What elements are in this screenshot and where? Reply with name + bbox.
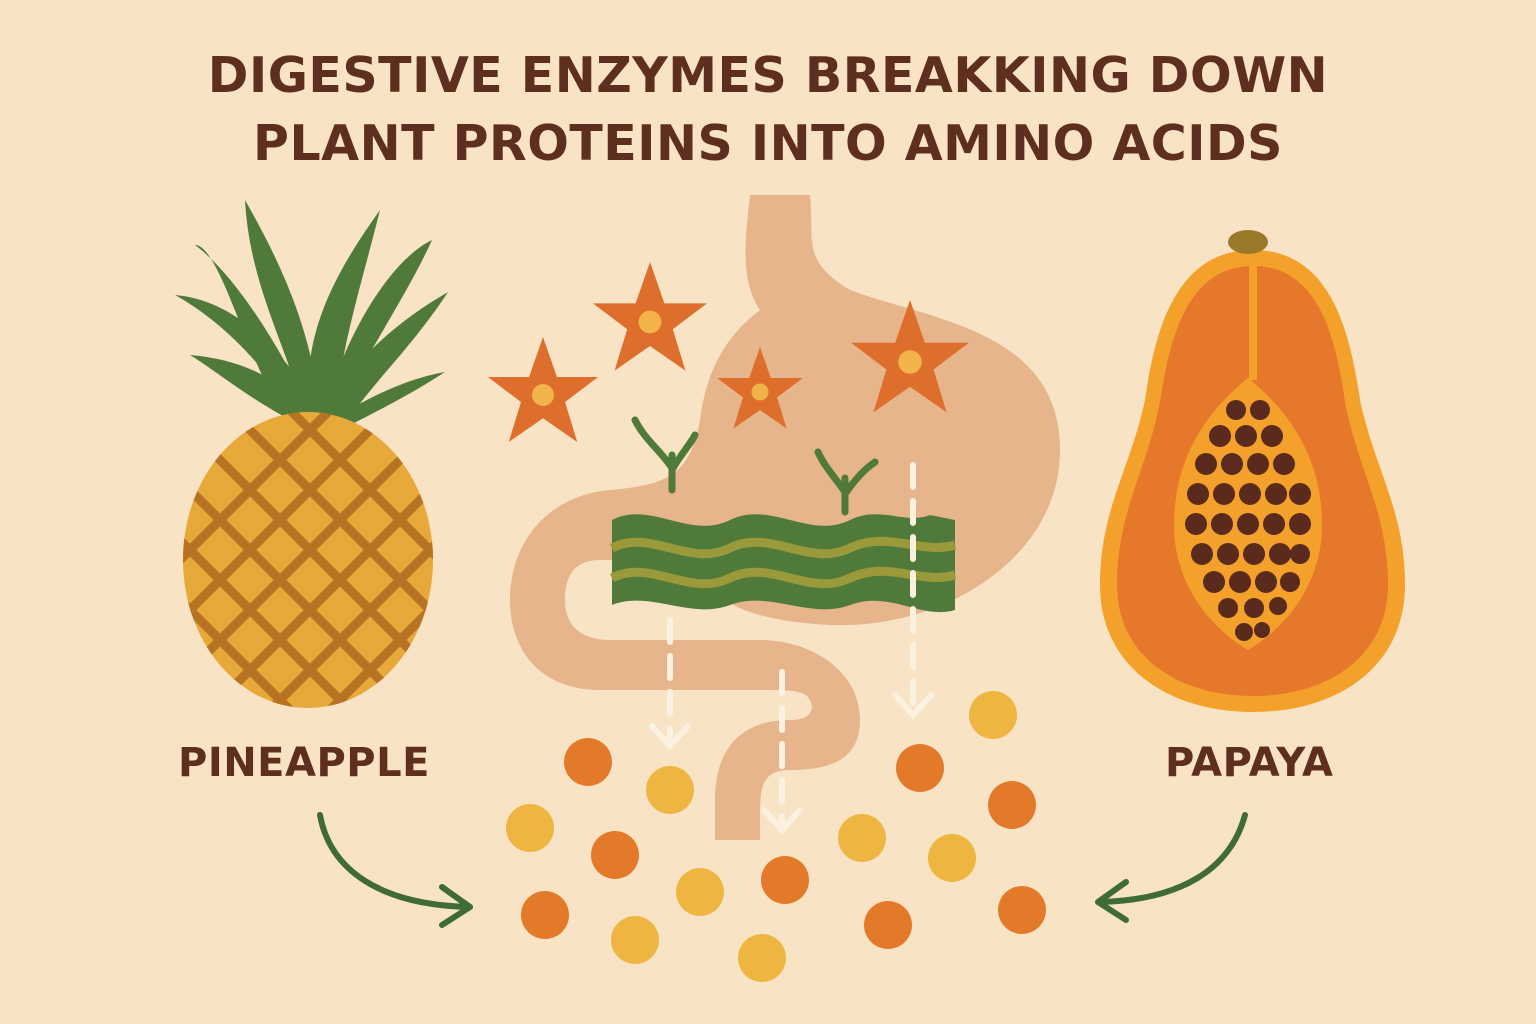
papaya-icon	[1100, 230, 1405, 712]
amino-acid-dot-icon	[988, 781, 1036, 829]
enzyme-star-icon	[593, 262, 707, 371]
papaya-seeds	[1185, 400, 1311, 641]
curved-arrow-right-icon	[317, 812, 473, 928]
amino-acid-dot-icon	[928, 834, 976, 882]
amino-acid-dots	[506, 691, 1046, 982]
down-arrow-icon	[649, 617, 691, 751]
amino-acid-dot-icon	[969, 691, 1017, 739]
amino-acid-dot-icon	[738, 934, 786, 982]
amino-acid-dot-icon	[864, 901, 912, 949]
pineapple-icon	[175, 200, 448, 708]
plant-protein-icon	[609, 416, 957, 613]
amino-acid-dot-icon	[761, 856, 809, 904]
amino-acid-dot-icon	[506, 804, 554, 852]
amino-acid-dot-icon	[838, 814, 886, 862]
papaya-label: PAPAYA	[1165, 740, 1334, 786]
amino-acid-dot-icon	[611, 916, 659, 964]
enzyme-star-icon	[717, 347, 803, 429]
amino-acid-dot-icon	[646, 766, 694, 814]
enzyme-star-icon	[487, 337, 599, 442]
amino-acid-dot-icon	[896, 744, 944, 792]
title-line-1: DIGESTIVE ENZYMES BREAKKING DOWN	[207, 47, 1329, 104]
breakdown-arrows	[649, 462, 934, 835]
flow-arrows	[317, 812, 1248, 928]
page-title: DIGESTIVE ENZYMES BREAKKING DOWN PLANT P…	[0, 42, 1536, 178]
amino-acid-dot-icon	[564, 738, 612, 786]
down-arrow-icon	[892, 462, 934, 720]
amino-acid-dot-icon	[521, 891, 569, 939]
amino-acid-dot-icon	[998, 886, 1046, 934]
amino-acid-dot-icon	[591, 831, 639, 879]
down-arrow-icon	[761, 669, 803, 835]
curved-arrow-left-icon	[1095, 812, 1248, 923]
enzyme-stars	[487, 262, 969, 442]
pineapple-label: PINEAPPLE	[178, 740, 430, 786]
enzyme-star-icon	[851, 300, 969, 413]
amino-acid-dot-icon	[676, 868, 724, 916]
title-line-2: PLANT PROTEINS INTO AMINO ACIDS	[253, 115, 1283, 172]
